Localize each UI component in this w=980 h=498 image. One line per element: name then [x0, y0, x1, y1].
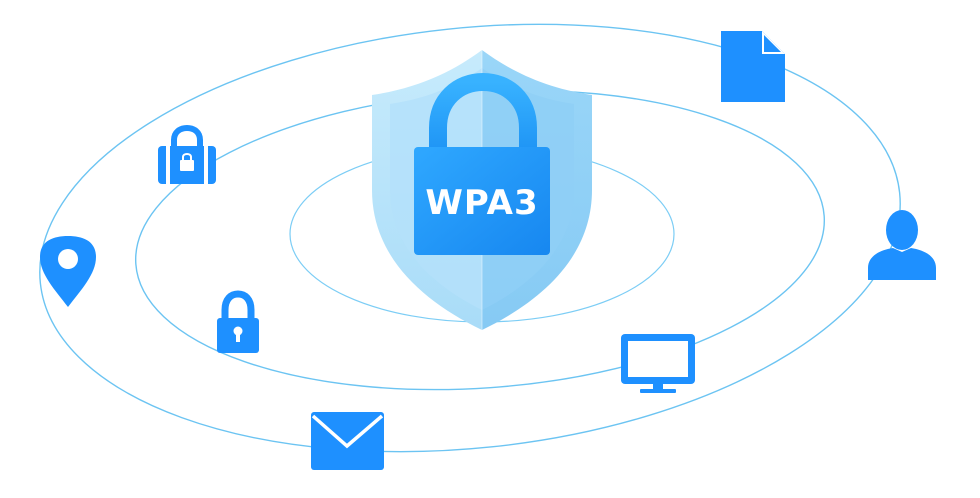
user-icon — [868, 210, 936, 280]
padlock-icon — [217, 290, 259, 353]
briefcase-lock-icon — [158, 124, 216, 184]
document-icon — [721, 31, 785, 102]
center-label: WPA3 — [425, 183, 538, 223]
location-pin-icon — [40, 236, 96, 307]
envelope-icon — [311, 412, 384, 470]
padlock-shackle — [429, 72, 537, 150]
orbit-outer — [39, 23, 901, 453]
padlock-body — [414, 147, 550, 255]
padlock-shield-icon: WPA3 — [414, 72, 550, 255]
monitor-icon — [621, 334, 695, 393]
